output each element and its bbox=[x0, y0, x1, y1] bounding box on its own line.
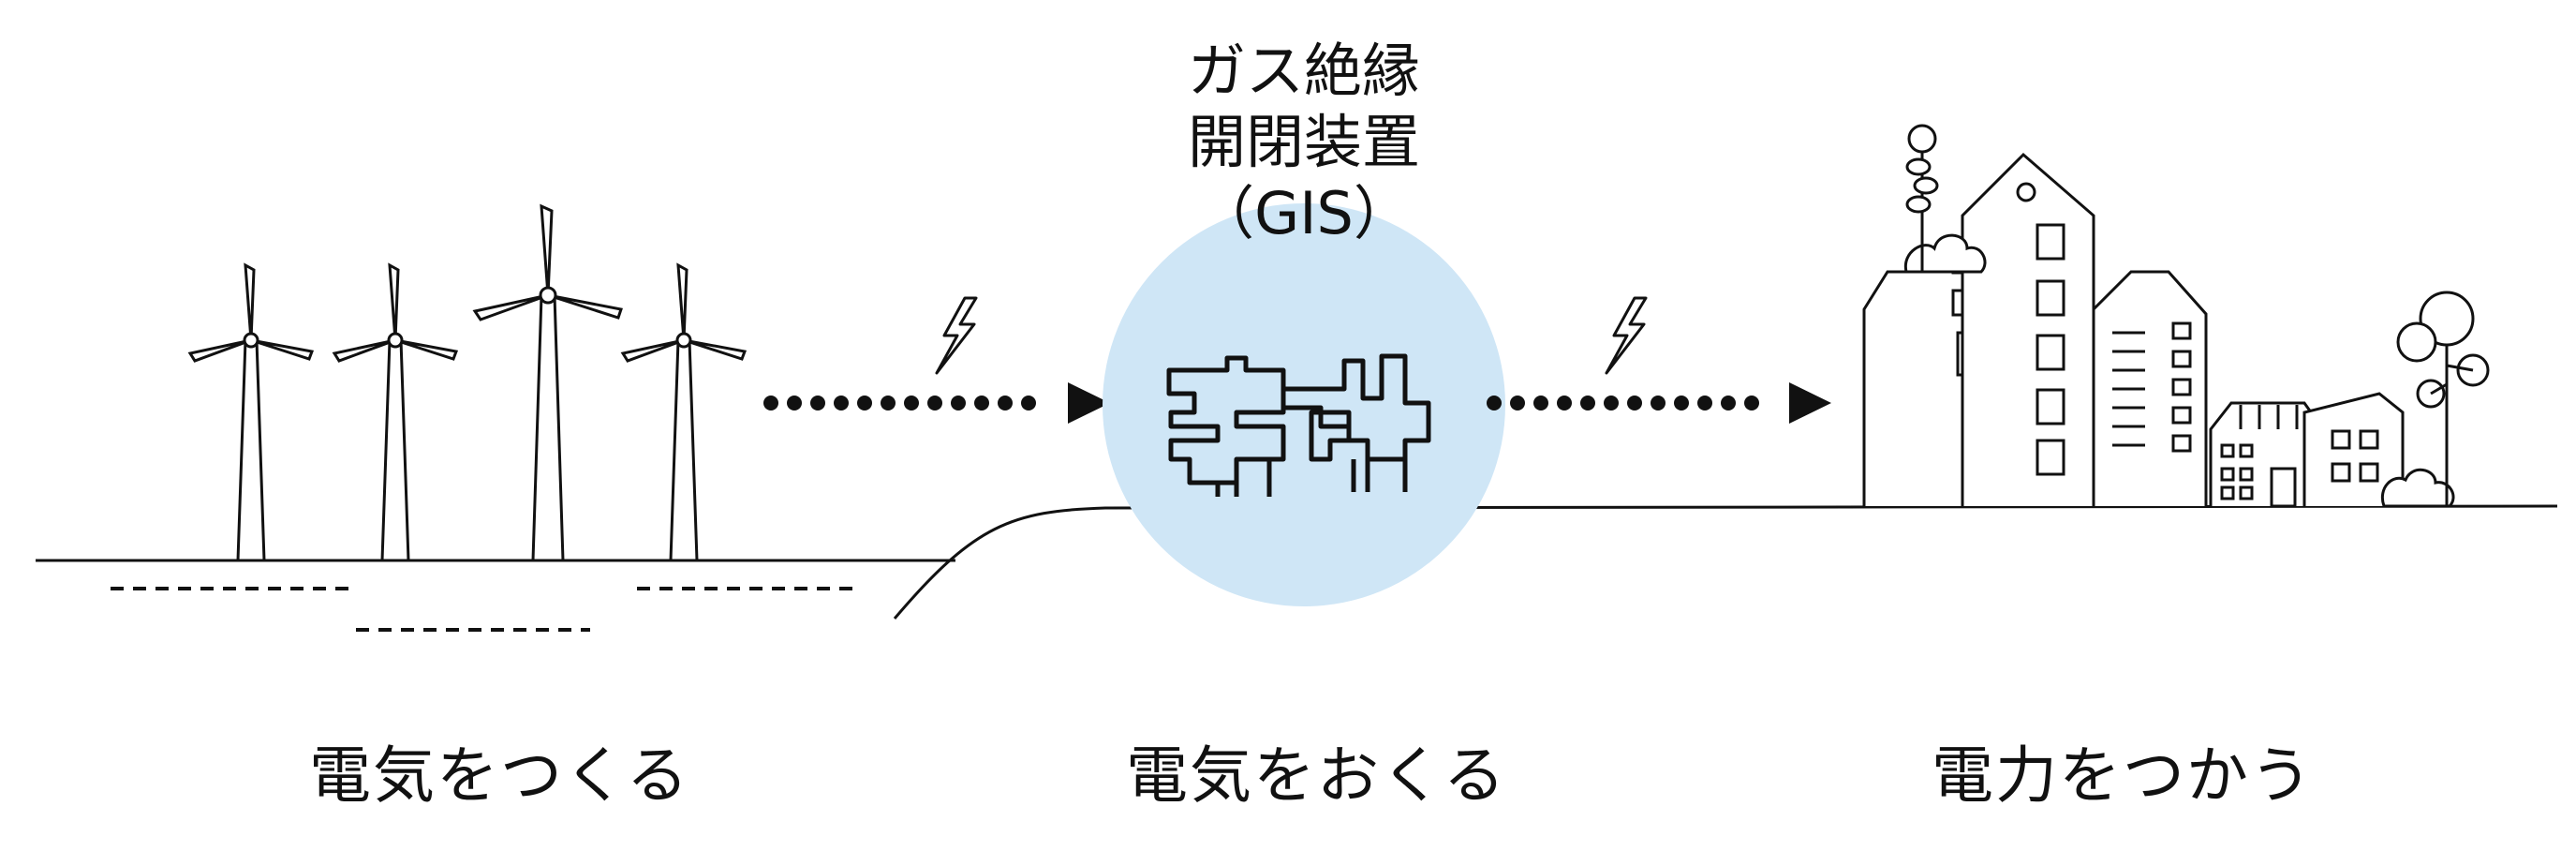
tree-icon bbox=[2396, 291, 2490, 506]
stage-label-transmit: 電気をおくる bbox=[1126, 739, 1507, 812]
ground bbox=[36, 504, 2558, 620]
wind-turbine-icon bbox=[332, 262, 459, 562]
wind-turbine-icon bbox=[472, 203, 623, 562]
stage-label-generate: 電気をつくる bbox=[309, 739, 690, 812]
gis-circle bbox=[1103, 203, 1505, 606]
dotted-arrow-left bbox=[763, 382, 1110, 424]
lightning-icon bbox=[935, 296, 978, 375]
arrow-right-icon bbox=[1068, 382, 1110, 424]
city-buildings-icon bbox=[1862, 124, 2455, 508]
gis-title-line3: （GIS） bbox=[1196, 179, 1412, 247]
stage-label-use: 電力をつかう bbox=[1932, 739, 2314, 812]
wind-turbine-icon bbox=[620, 262, 748, 562]
gis-title-line1: ガス絶縁 bbox=[1187, 37, 1420, 105]
lightning-icon bbox=[1605, 296, 1648, 375]
gis-equipment-icon bbox=[1166, 353, 1431, 497]
wind-turbine-icon bbox=[187, 262, 315, 562]
water-dashes bbox=[111, 587, 852, 632]
dotted-arrow-right bbox=[1487, 382, 1831, 424]
arrow-right-icon bbox=[1789, 382, 1831, 424]
gis-title-line2: 開閉装置 bbox=[1187, 108, 1420, 176]
